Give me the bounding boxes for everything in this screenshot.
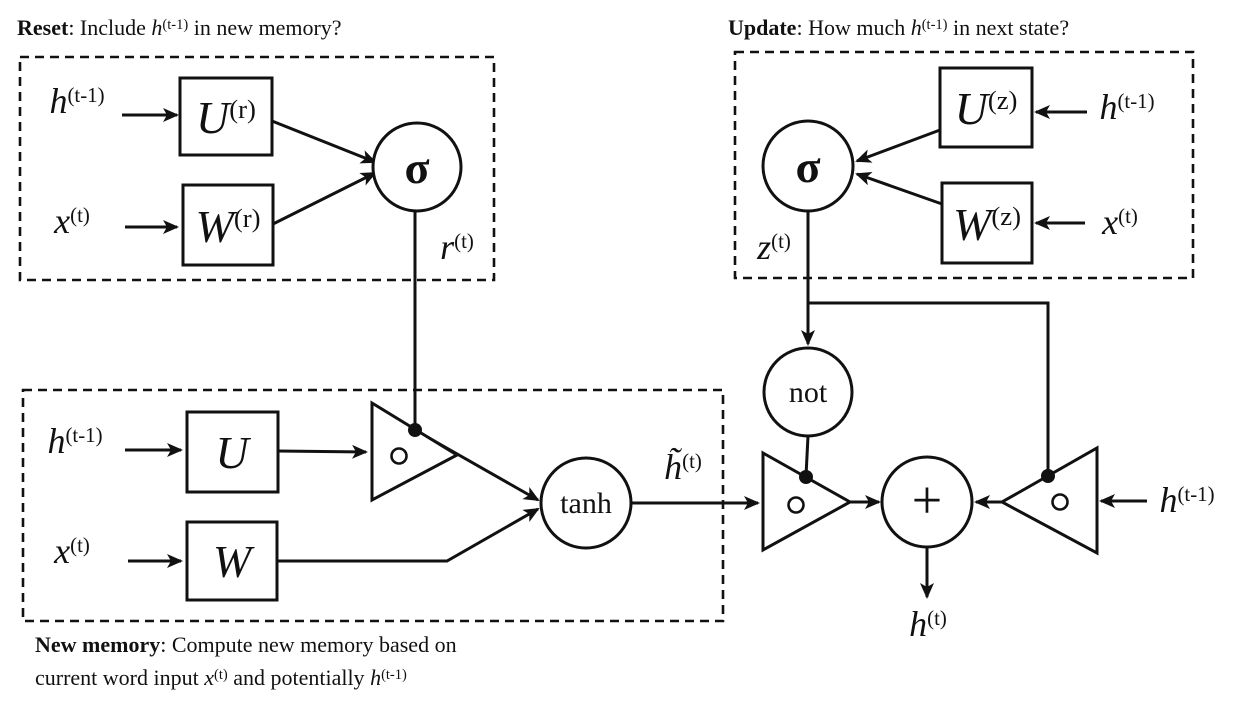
weight-box-u — [185, 410, 280, 494]
new-memory-caption-line2: current word input x(t) and potentially … — [35, 665, 407, 690]
not-label: not — [788, 376, 828, 409]
weight-label-ur: U(r) — [196, 92, 256, 143]
signal-hprev-right: h(t-1) — [1159, 480, 1215, 520]
weight-box-uz — [938, 66, 1034, 149]
tanh-label: tanh — [560, 487, 612, 520]
signal-hprev-reset: h(t-1) — [49, 81, 105, 121]
signal-xt-newmem: x(t) — [54, 531, 90, 571]
sigmoid-label-update: σ — [795, 141, 821, 192]
arrow-w-to-tanh — [277, 507, 540, 563]
signal-ht-output: h(t) — [909, 604, 947, 644]
signal-zt: z(t) — [757, 227, 791, 267]
weight-box-wr — [181, 183, 275, 267]
signal-xt-reset: x(t) — [54, 201, 90, 241]
signal-htilde: h̃(t) — [664, 447, 702, 487]
hadamard-icon — [1051, 493, 1069, 511]
signal-rt: r(t) — [440, 227, 474, 267]
sigmoid-node-update — [761, 119, 855, 213]
hadamard-icon — [787, 496, 805, 514]
weight-label-u: U — [215, 427, 249, 478]
weight-box-ur — [178, 76, 274, 157]
plus-node — [880, 455, 974, 549]
sigmoid-node-reset — [371, 121, 463, 213]
reset-section-box — [18, 55, 496, 282]
signal-xt-update: x(t) — [1102, 202, 1138, 242]
update-section-box — [733, 50, 1195, 280]
weight-label-uz: U(z) — [954, 83, 1018, 134]
tanh-node — [539, 456, 633, 550]
sigmoid-label-reset: σ — [404, 142, 430, 193]
signal-hprev-newmem: h(t-1) — [47, 421, 103, 461]
weight-label-w: W — [212, 536, 252, 587]
hadamard-icon — [390, 447, 408, 465]
reset-section-title: Reset: Include h(t-1) in new memory? — [17, 15, 342, 40]
arrow-wz-to-sigmoid — [855, 172, 943, 206]
arrow-ur-to-sigmoid — [271, 119, 377, 164]
arrow-u-to-reset-gate — [277, 444, 368, 459]
signal-hprev-update: h(t-1) — [1099, 87, 1155, 127]
weight-box-wz — [940, 181, 1034, 265]
junction-dot-icon — [799, 470, 813, 484]
new-memory-caption: New memory: Compute new memory based on … — [35, 628, 457, 698]
arrow-wr-to-sigmoid — [272, 171, 377, 226]
weight-label-wr: W(r) — [195, 201, 261, 252]
line-not-to-left-gate — [804, 435, 810, 477]
line-zt-branch-to-right-gate — [808, 301, 1050, 476]
weight-label-wz: W(z) — [953, 199, 1021, 250]
new-memory-section-box — [21, 388, 725, 623]
junction-dot-icon — [408, 423, 422, 437]
new-memory-caption-line1: New memory: Compute new memory based on — [35, 632, 457, 657]
not-node — [762, 346, 854, 438]
junction-dot-icon — [1041, 469, 1055, 483]
plus-label: + — [911, 469, 943, 530]
update-section-title: Update: How much h(t-1) in next state? — [728, 15, 1070, 40]
weight-box-w — [185, 520, 279, 602]
arrow-uz-to-sigmoid — [855, 128, 941, 163]
